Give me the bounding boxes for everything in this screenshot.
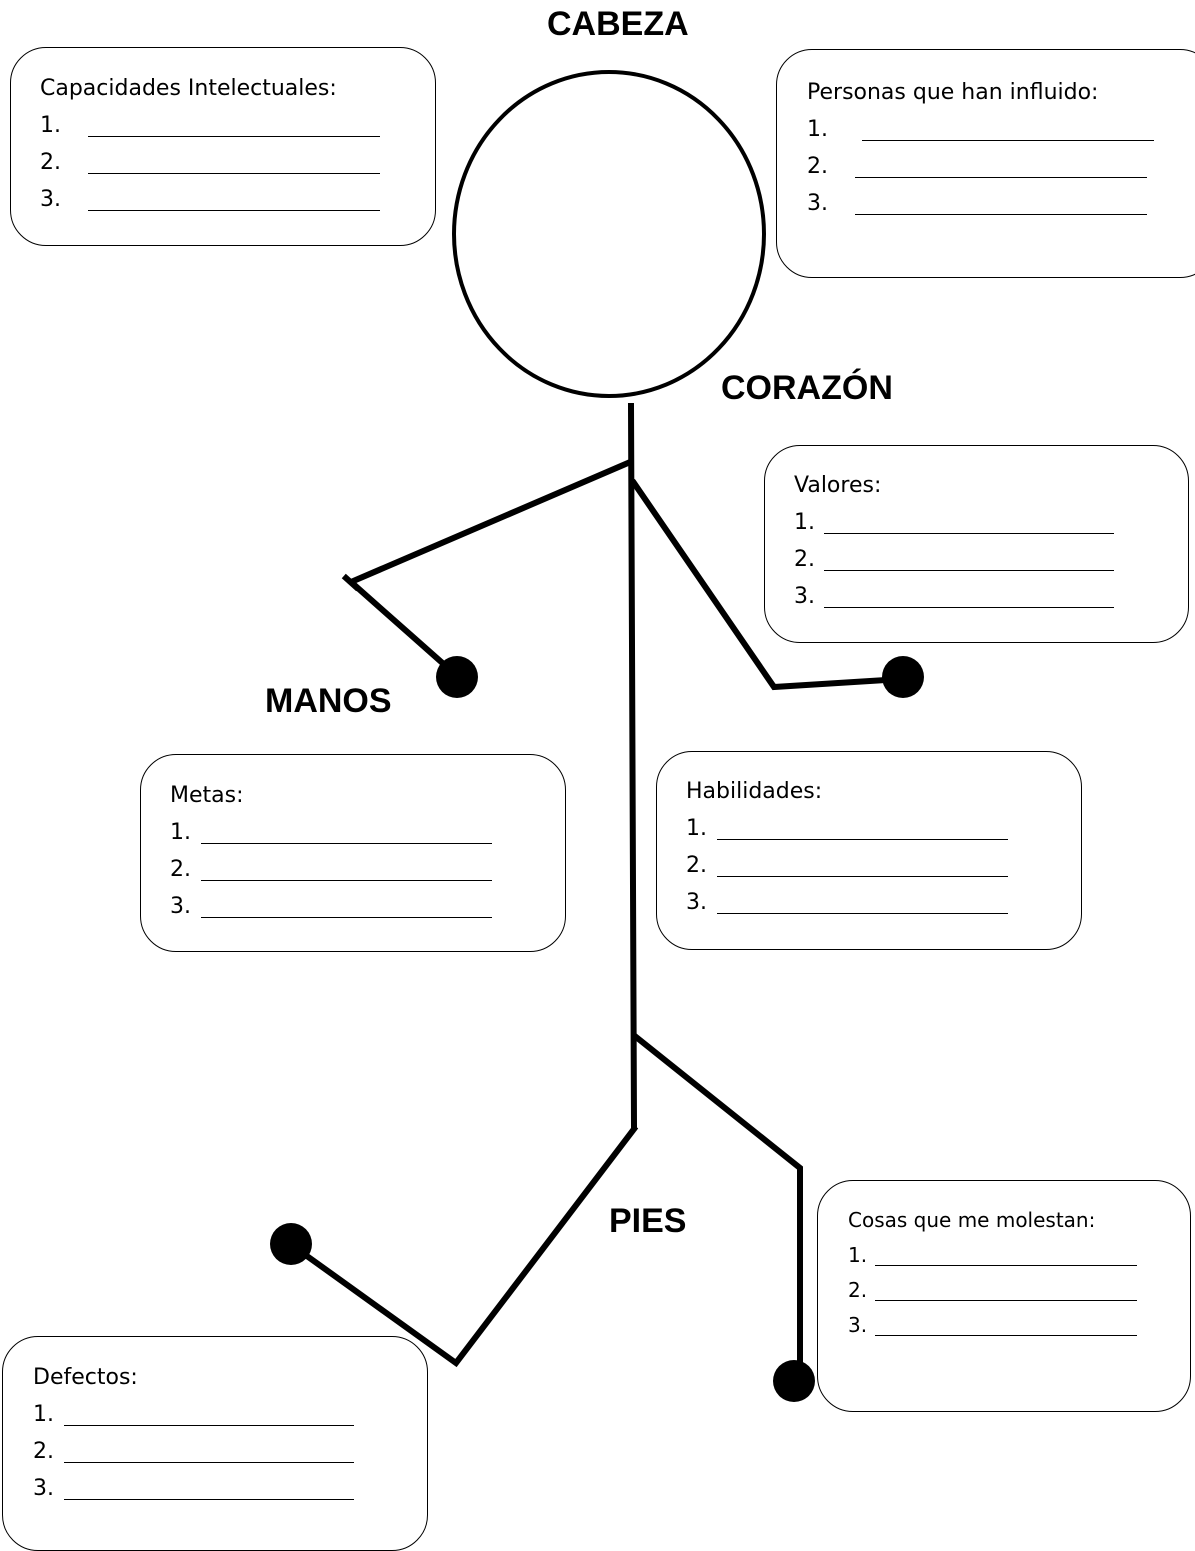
answer-blank[interactable]	[824, 507, 1114, 534]
answer-blank[interactable]	[201, 817, 492, 844]
item-number: 3.	[848, 1313, 868, 1337]
heading-manos: MANOS	[265, 682, 392, 720]
item-number: 1.	[170, 820, 191, 845]
answer-blank[interactable]	[875, 1274, 1137, 1301]
list-item-1: 1.	[848, 1238, 1190, 1273]
box-title: Cosas que me molestan:	[848, 1208, 1096, 1232]
list-item-2: 2.	[33, 1433, 427, 1470]
box-title: Defectos:	[33, 1365, 138, 1390]
figure-left-arm-tick	[341, 573, 361, 592]
figure-body	[627, 402, 638, 1129]
answer-blank[interactable]	[201, 854, 492, 881]
answer-blank[interactable]	[64, 1473, 354, 1500]
answer-blank[interactable]	[862, 114, 1154, 141]
list-item-2: 2.	[848, 1273, 1190, 1308]
heading-cabeza: CABEZA	[547, 5, 689, 43]
box-capacidades-intelectuales: Capacidades Intelectuales: 1. 2. 3.	[10, 47, 436, 246]
box-title: Valores:	[794, 473, 882, 498]
item-number: 1.	[686, 816, 707, 841]
item-number: 1.	[794, 510, 815, 535]
item-number: 3.	[686, 890, 707, 915]
figure-right-leg	[631, 1032, 803, 1385]
list-item-2: 2.	[686, 847, 1081, 884]
answer-blank[interactable]	[855, 151, 1147, 178]
answer-blank[interactable]	[88, 184, 380, 211]
list-item-3: 3.	[40, 181, 435, 218]
list-item-3: 3.	[686, 884, 1081, 921]
item-number: 3.	[33, 1476, 54, 1501]
answer-blank[interactable]	[875, 1309, 1137, 1336]
box-title: Personas que han influido:	[807, 80, 1099, 105]
right-hand-dot	[882, 656, 924, 698]
answer-blank[interactable]	[201, 891, 492, 918]
item-number: 2.	[794, 547, 815, 572]
left-hand-dot	[436, 656, 478, 698]
box-metas: Metas: 1. 2. 3.	[140, 754, 566, 952]
item-number: 1.	[40, 113, 61, 138]
list-item-3: 3.	[170, 888, 565, 925]
heading-pies: PIES	[609, 1202, 687, 1240]
item-number: 3.	[170, 894, 191, 919]
item-number: 2.	[40, 150, 61, 175]
answer-blank[interactable]	[88, 147, 380, 174]
figure-right-arm	[629, 478, 906, 691]
answer-blank[interactable]	[717, 887, 1008, 914]
figure-head	[452, 70, 766, 398]
box-title: Habilidades:	[686, 779, 823, 804]
item-number: 3.	[807, 191, 828, 216]
answer-blank[interactable]	[824, 581, 1114, 608]
list-item-3: 3.	[794, 578, 1188, 615]
answer-blank[interactable]	[824, 544, 1114, 571]
box-cosas-que-me-molestan: Cosas que me molestan: 1. 2. 3.	[817, 1180, 1191, 1412]
item-number: 2.	[807, 154, 828, 179]
answer-blank[interactable]	[855, 188, 1147, 215]
list-item-3: 3.	[848, 1308, 1190, 1343]
figure-left-leg	[288, 1124, 639, 1368]
answer-blank[interactable]	[64, 1399, 354, 1426]
item-number: 1.	[848, 1243, 868, 1267]
item-number: 2.	[848, 1278, 868, 1302]
list-item-2: 2.	[807, 148, 1195, 185]
list-item-1: 1.	[33, 1396, 427, 1433]
item-number: 1.	[33, 1402, 54, 1427]
list-item-1: 1.	[686, 810, 1081, 847]
list-item-1: 1.	[794, 504, 1188, 541]
right-foot-dot	[773, 1360, 815, 1402]
box-title: Metas:	[170, 783, 244, 808]
list-item-3: 3.	[33, 1470, 427, 1507]
box-personas-que-han-influido: Personas que han influido: 1. 2. 3.	[776, 49, 1195, 278]
item-number: 2.	[686, 853, 707, 878]
box-habilidades: Habilidades: 1. 2. 3.	[656, 751, 1082, 950]
answer-blank[interactable]	[875, 1239, 1137, 1266]
list-item-2: 2.	[170, 851, 565, 888]
item-number: 1.	[807, 117, 828, 142]
list-item-1: 1.	[807, 111, 1195, 148]
item-number: 3.	[40, 187, 61, 212]
heading-corazon: CORAZÓN	[721, 369, 893, 407]
item-number: 3.	[794, 584, 815, 609]
answer-blank[interactable]	[717, 850, 1008, 877]
list-item-1: 1.	[170, 814, 565, 851]
figure-left-arm	[345, 459, 632, 680]
list-item-1: 1.	[40, 107, 435, 144]
answer-blank[interactable]	[88, 110, 380, 137]
answer-blank[interactable]	[717, 813, 1008, 840]
item-number: 2.	[33, 1439, 54, 1464]
list-item-3: 3.	[807, 185, 1195, 222]
answer-blank[interactable]	[64, 1436, 354, 1463]
box-title: Capacidades Intelectuales:	[40, 76, 337, 101]
box-defectos: Defectos: 1. 2. 3.	[2, 1336, 428, 1551]
box-valores: Valores: 1. 2. 3.	[764, 445, 1189, 643]
item-number: 2.	[170, 857, 191, 882]
left-foot-dot	[270, 1223, 312, 1265]
list-item-2: 2.	[40, 144, 435, 181]
list-item-2: 2.	[794, 541, 1188, 578]
